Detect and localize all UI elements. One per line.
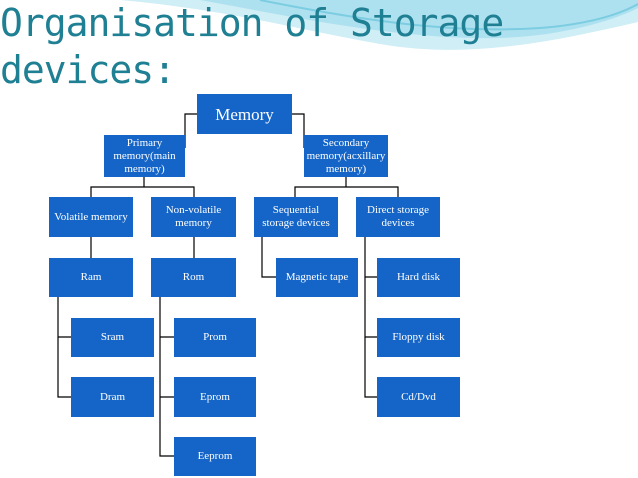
node-secondary-memory: Secondary memory(acxillary memory) [304,135,388,177]
connector-primary-to-children [90,177,195,197]
node-ram: Ram [49,258,133,297]
connector-memory-to-primary [184,113,197,148]
connector-rom-to-types [159,297,174,457]
node-volatile-memory: Volatile memory [49,197,133,237]
header-wave-decoration [120,0,638,50]
slide-title: Organisation of Storage devices: [0,0,504,94]
connector-direct-to-storage-items [364,237,377,398]
node-hard-disk: Hard disk [377,258,460,297]
connector-memory-to-secondary [292,113,305,148]
node-floppy-disk: Floppy disk [377,318,460,357]
node-non-volatile-memory: Non-volatile memory [151,197,236,237]
node-eprom: Eprom [174,377,256,417]
node-magnetic-tape: Magnetic tape [276,258,358,297]
node-primary-memory: Primary memory(main memory) [104,135,185,177]
node-rom: Rom [151,258,236,297]
node-cd-dvd: Cd/Dvd [377,377,460,417]
connector-secondary-to-children [294,177,399,197]
node-dram: Dram [71,377,154,417]
slide-title-line-1: Organisation of Storage [0,1,504,45]
node-sequential-storage: Sequential storage devices [254,197,338,237]
node-memory: Memory [197,94,292,134]
connector-ram-to-types [57,297,71,398]
slide-title-line-2: devices: [0,48,176,92]
node-prom: Prom [174,318,256,357]
node-eeprom: Eeprom [174,437,256,476]
node-direct-storage: Direct storage devices [356,197,440,237]
connector-sequential-to-magnetic-tape [261,237,276,278]
node-sram: Sram [71,318,154,357]
